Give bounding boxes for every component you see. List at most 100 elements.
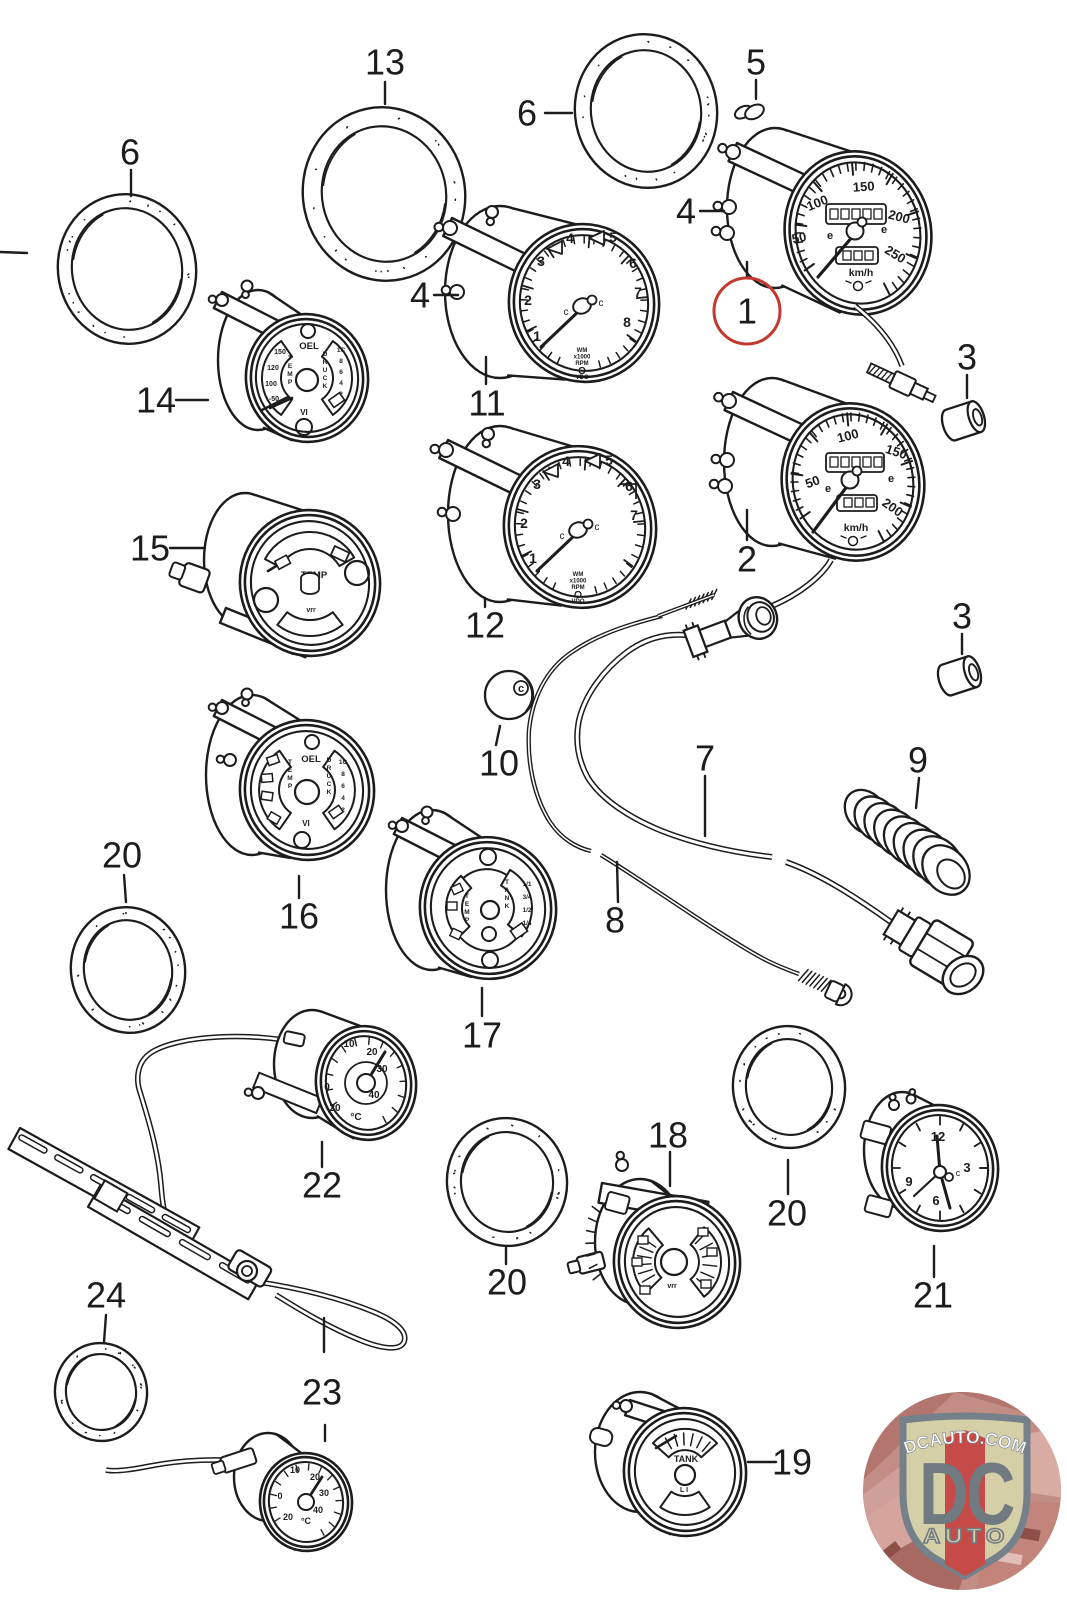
svg-text:T: T xyxy=(288,355,292,362)
svg-text:T: T xyxy=(465,893,469,900)
svg-text:3/4: 3/4 xyxy=(522,894,531,901)
svg-text:20: 20 xyxy=(487,1262,527,1303)
svg-text:22: 22 xyxy=(302,1165,342,1206)
svg-text:4: 4 xyxy=(339,380,343,387)
svg-text:4: 4 xyxy=(566,230,574,246)
svg-text:2: 2 xyxy=(520,515,528,531)
svg-text:20: 20 xyxy=(366,1047,378,1058)
svg-text:50: 50 xyxy=(803,472,822,491)
svg-text:C: C xyxy=(327,781,332,788)
svg-text:15: 15 xyxy=(130,528,170,569)
svg-text:4: 4 xyxy=(562,453,570,469)
svg-text:P: P xyxy=(465,917,470,924)
svg-text:5: 5 xyxy=(746,42,766,83)
svg-text:VDO: VDO xyxy=(571,599,584,605)
svg-text:5: 5 xyxy=(609,229,617,245)
svg-text:6: 6 xyxy=(341,783,345,790)
svg-text:°C: °C xyxy=(350,1112,361,1123)
svg-text:6: 6 xyxy=(339,369,343,376)
svg-text:150: 150 xyxy=(852,178,875,194)
svg-text:1C: 1C xyxy=(339,759,348,766)
svg-text:OEL: OEL xyxy=(301,754,321,765)
svg-text:e: e xyxy=(888,473,894,485)
svg-text:N: N xyxy=(505,895,510,902)
svg-text:150: 150 xyxy=(884,441,909,462)
svg-text:M: M xyxy=(287,775,292,782)
svg-text:M: M xyxy=(464,909,469,916)
svg-text:2: 2 xyxy=(737,539,757,580)
svg-text:T: T xyxy=(288,759,292,766)
svg-text:5: 5 xyxy=(605,452,613,468)
svg-text:21: 21 xyxy=(913,1275,953,1316)
svg-text:1: 1 xyxy=(533,328,541,344)
svg-text:DC: DC xyxy=(919,1444,1014,1543)
svg-text:1C: 1C xyxy=(337,347,346,354)
svg-text:14: 14 xyxy=(136,380,176,421)
svg-text:8: 8 xyxy=(339,358,343,365)
svg-text:VI: VI xyxy=(300,408,308,417)
svg-text:40: 40 xyxy=(313,1505,323,1515)
svg-text:24: 24 xyxy=(86,1275,126,1316)
svg-text:WM: WM xyxy=(577,348,588,354)
svg-text:7: 7 xyxy=(634,284,642,300)
svg-text:c: c xyxy=(595,522,600,533)
svg-text:120: 120 xyxy=(267,365,279,372)
svg-text:30: 30 xyxy=(376,1064,388,1075)
svg-text:c: c xyxy=(518,683,524,695)
svg-text:13: 13 xyxy=(365,42,405,83)
svg-text:3: 3 xyxy=(963,1160,970,1175)
svg-text:P: P xyxy=(288,783,293,790)
svg-text:20: 20 xyxy=(102,835,142,876)
svg-text:20: 20 xyxy=(329,1103,341,1114)
svg-text:OEL: OEL xyxy=(299,341,319,352)
svg-text:TANK: TANK xyxy=(674,1454,699,1464)
svg-text:c: c xyxy=(956,1168,961,1178)
svg-text:6: 6 xyxy=(625,478,633,494)
svg-text:6: 6 xyxy=(629,255,637,271)
svg-text:40: 40 xyxy=(368,1090,380,1101)
svg-text:1: 1 xyxy=(737,291,757,332)
svg-text:150: 150 xyxy=(274,349,286,356)
svg-text:R: R xyxy=(327,765,332,772)
svg-text:AUTO: AUTO xyxy=(923,1525,1009,1548)
svg-text:11: 11 xyxy=(468,383,505,424)
svg-text:1/4: 1/4 xyxy=(522,920,531,927)
svg-text:RPM: RPM xyxy=(571,585,584,591)
svg-text:200: 200 xyxy=(887,207,912,227)
svg-text:e: e xyxy=(825,483,831,495)
svg-text:8: 8 xyxy=(605,900,625,941)
svg-text:12: 12 xyxy=(465,605,505,646)
svg-text:3: 3 xyxy=(957,337,977,378)
svg-text:x1000: x1000 xyxy=(574,355,591,361)
svg-text:P: P xyxy=(288,379,293,386)
svg-text:°C: °C xyxy=(301,1516,312,1526)
svg-text:E: E xyxy=(288,767,293,774)
svg-text:VI: VI xyxy=(302,819,310,828)
svg-text:1/2: 1/2 xyxy=(522,907,531,914)
svg-text:9: 9 xyxy=(905,1174,912,1189)
svg-text:c: c xyxy=(560,531,565,542)
svg-text:6: 6 xyxy=(517,93,537,134)
svg-text:7: 7 xyxy=(630,507,638,523)
svg-text:0: 0 xyxy=(324,1082,330,1093)
svg-text:20: 20 xyxy=(310,1472,320,1482)
svg-text:M: M xyxy=(287,371,292,378)
svg-text:K: K xyxy=(505,903,510,910)
svg-text:x1000: x1000 xyxy=(570,579,587,585)
svg-text:E: E xyxy=(288,363,293,370)
svg-text:17: 17 xyxy=(462,1015,502,1056)
svg-text:4: 4 xyxy=(341,795,345,802)
svg-text:vrr: vrr xyxy=(667,1283,677,1290)
svg-text:3: 3 xyxy=(533,476,541,492)
svg-text:U: U xyxy=(327,773,332,780)
svg-text:A: A xyxy=(505,887,510,894)
svg-text:9: 9 xyxy=(908,740,928,781)
svg-text:2: 2 xyxy=(524,292,532,308)
svg-text:km/h: km/h xyxy=(849,267,874,279)
svg-text:10: 10 xyxy=(343,1039,355,1050)
svg-text:0: 0 xyxy=(277,1491,282,1501)
svg-text:30: 30 xyxy=(319,1488,329,1498)
svg-text:RPM: RPM xyxy=(575,361,588,367)
svg-text:20: 20 xyxy=(283,1512,293,1522)
svg-text:100: 100 xyxy=(265,381,277,388)
